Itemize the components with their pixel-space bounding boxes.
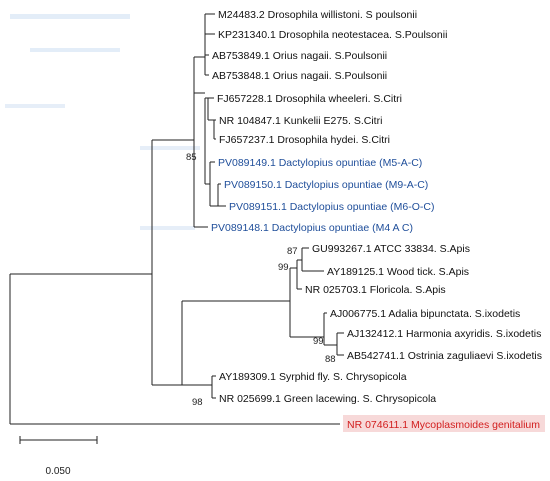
- leaf-label: AY189309.1 Syrphid fly. S. Chrysopicola: [219, 371, 407, 383]
- leaf-label: AB542741.1 Ostrinia zaguliaevi S.ixodeti…: [347, 350, 542, 362]
- bootstrap-value: 98: [192, 397, 203, 408]
- leaf-label: AB753849.1 Orius nagaii. S.Poulsonii: [212, 50, 387, 62]
- faint-text-artifact: [10, 14, 130, 19]
- bootstrap-value: 99: [278, 262, 289, 273]
- leaf-label: FJ657237.1 Drosophila hydei. S.Citri: [219, 134, 390, 146]
- leaf-label: AY189125.1 Wood tick. S.Apis: [327, 266, 469, 278]
- faint-text-artifact: [140, 146, 200, 150]
- branches: [9, 13, 344, 444]
- leaf-label: PV089149.1 Dactylopius opuntiae (M5-A-C): [218, 157, 422, 169]
- leaf-label: AJ006775.1 Adalia bipunctata. S.ixodetis: [330, 308, 520, 320]
- outgroup-highlight: [343, 415, 545, 432]
- outgroup-label: NR 074611.1 Mycoplasmoides genitalium: [347, 419, 540, 431]
- bootstrap-value: 85: [186, 152, 197, 163]
- scale-bar-label: 0.050: [45, 466, 70, 477]
- leaf-label: NR 025703.1 Floricola. S.Apis: [305, 284, 446, 296]
- faint-text-artifact: [5, 104, 65, 108]
- leaf-label: KP231340.1 Drosophila neotestacea. S.Pou…: [218, 29, 447, 41]
- leaf-labels: M24483.2 Drosophila willistoni. S poulso…: [211, 9, 542, 431]
- leaf-label: PV089151.1 Dactylopius opuntiae (M6-O-C): [229, 201, 434, 213]
- leaf-label: FJ657228.1 Drosophila wheeleri. S.Citri: [217, 93, 402, 105]
- bootstrap-value: 87: [287, 246, 298, 257]
- leaf-label: M24483.2 Drosophila willistoni. S poulso…: [218, 9, 417, 21]
- bootstrap-value: 88: [325, 354, 336, 365]
- leaf-label: PV089150.1 Dactylopius opuntiae (M9-A-C): [224, 179, 428, 191]
- leaf-label: PV089148.1 Dactylopius opuntiae (M4 A C): [211, 222, 413, 234]
- bootstrap-values: 85 87 99 99 88 98: [186, 152, 336, 408]
- leaf-label: AB753848.1 Orius nagaii. S.Poulsonii: [212, 70, 387, 82]
- leaf-label: AJ132412.1 Harmonia axyridis. S.ixodetis: [347, 328, 541, 340]
- bootstrap-value: 99: [313, 336, 324, 347]
- leaf-label: NR 025699.1 Green lacewing. S. Chrysopic…: [219, 393, 436, 405]
- leaf-label: GU993267.1 ATCC 33834. S.Apis: [312, 243, 470, 255]
- leaf-label: NR 104847.1 Kunkelii E275. S.Citri: [219, 115, 382, 127]
- faint-text-artifact: [30, 48, 120, 52]
- background-artifacts: [5, 14, 200, 230]
- faint-text-artifact: [140, 226, 195, 230]
